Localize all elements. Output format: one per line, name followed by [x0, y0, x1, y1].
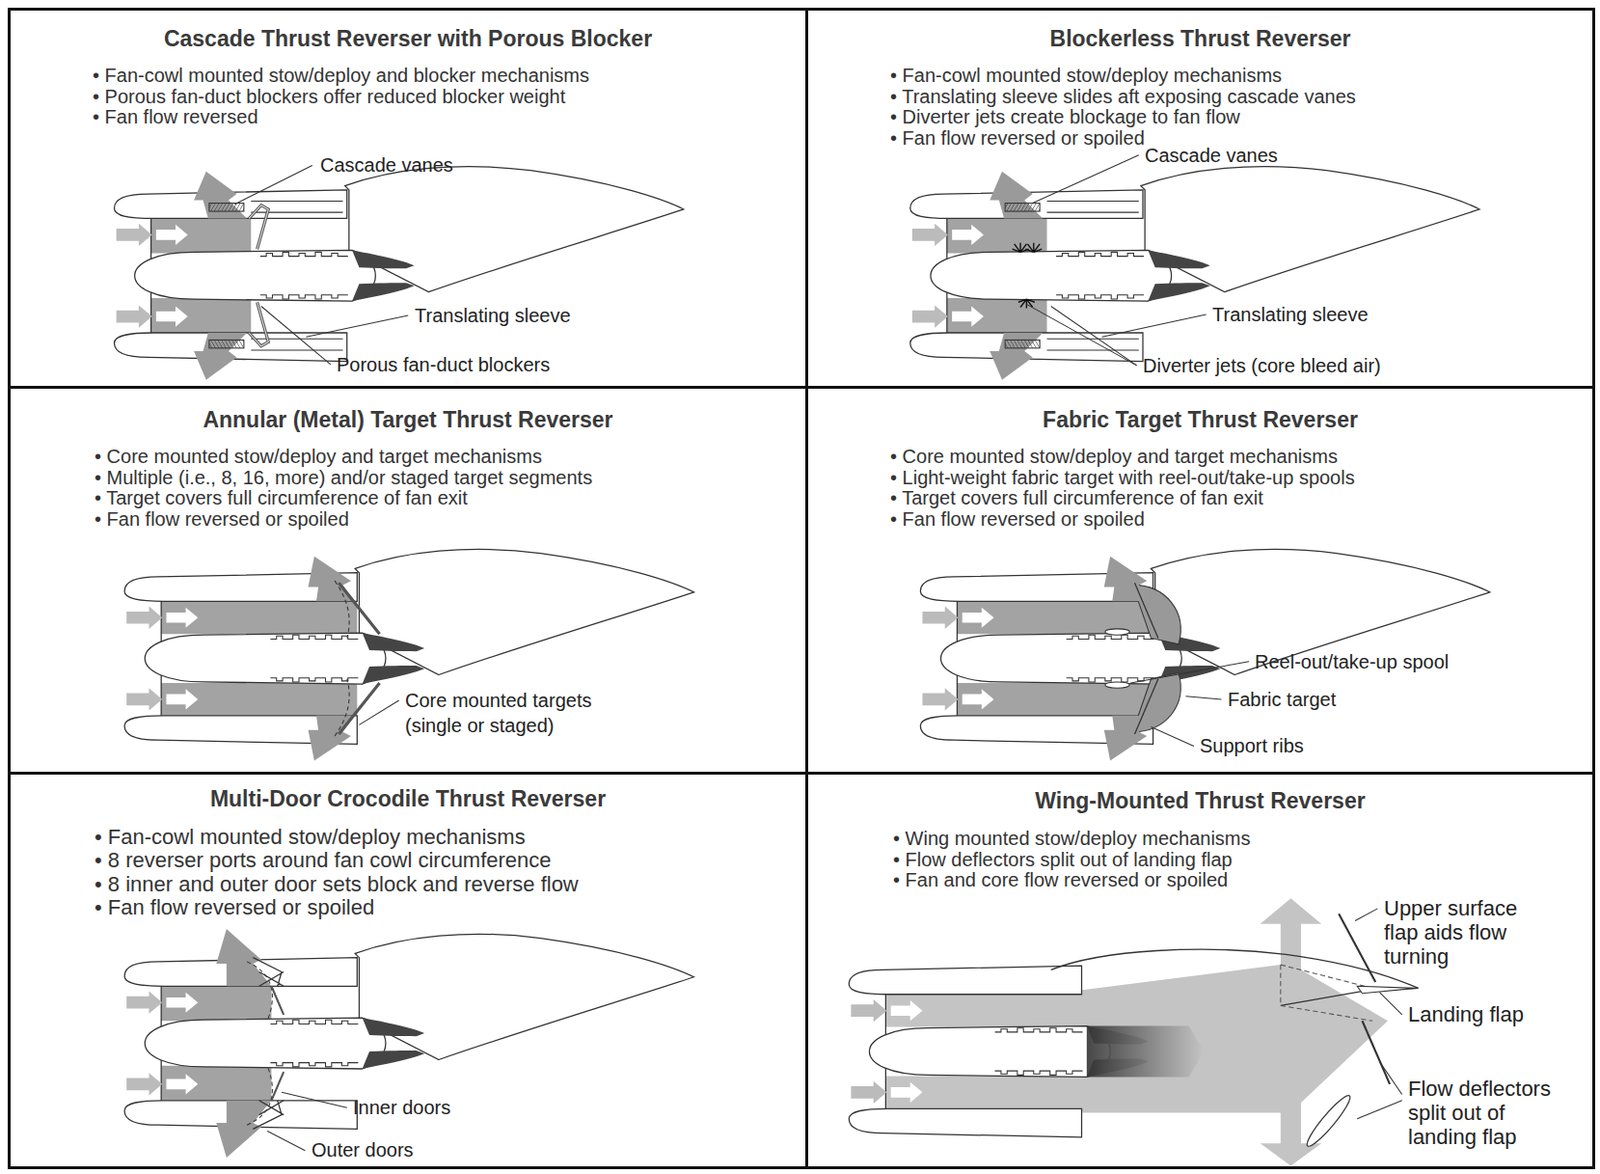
illustration-part	[1361, 1020, 1390, 1085]
illustration-part	[216, 928, 284, 1021]
panel-title: Multi-Door Crocodile Thrust Reverser	[10, 784, 806, 814]
callout-label: Translating sleeve	[414, 303, 571, 327]
illustration-part	[234, 164, 312, 204]
illustration-part	[1150, 726, 1194, 746]
callout-label: Cascade vanes	[1144, 143, 1278, 167]
illustration-part	[1185, 696, 1221, 700]
illustration-part	[124, 572, 425, 745]
bullet-text: • 8 reverser ports around fan cowl circu…	[94, 848, 552, 872]
illustration-part	[1379, 992, 1402, 1015]
panel-title: Blockerless Thrust Reverser	[808, 24, 1593, 54]
illustration-part	[261, 305, 331, 364]
callout-label: Porous fan-duct blockers	[336, 352, 550, 377]
illustration-part	[248, 301, 269, 347]
bullet-text: • Fan and core flow reversed or spoiled	[893, 869, 1228, 892]
illustration-part	[1338, 913, 1376, 982]
bullet-text: • Fan flow reversed or spoiled	[94, 509, 350, 531]
bullet-text: • Fan flow reversed	[92, 107, 259, 129]
callout-label: Flow deflectors split out of landing fla…	[1408, 1076, 1563, 1149]
illustration-part	[1379, 1061, 1402, 1095]
illustration-part	[354, 548, 694, 675]
leader-lines	[234, 164, 408, 364]
bullet-text: • Target covers full circumference of fa…	[94, 488, 468, 510]
callout-label: Support ribs	[1199, 733, 1304, 758]
leader-lines	[358, 700, 399, 725]
blockerless-engine	[910, 166, 1480, 380]
illustration-part	[1302, 1091, 1355, 1150]
cascade-engine	[114, 166, 684, 380]
illustration-part	[1012, 243, 1030, 253]
illustration-part	[1025, 243, 1042, 253]
illustration-part	[1130, 661, 1249, 683]
illustration-part	[1051, 305, 1138, 365]
bullet-text: • Multiple (i.e., 8, 16, more) and/or st…	[94, 467, 593, 489]
illustration-part	[1026, 303, 1137, 365]
crocodile-engine	[124, 928, 694, 1158]
callout-label: Reel-out/take-up spool	[1254, 650, 1449, 674]
bullet-text: • Wing mounted stow/deploy mechanisms	[893, 828, 1251, 850]
illustration-part	[354, 933, 694, 1059]
illustration-part	[308, 556, 380, 639]
illustration-part	[358, 700, 399, 725]
illustration-part	[308, 678, 380, 761]
callout-label: Landing flap	[1408, 1002, 1524, 1027]
bullet-text: • Target covers full circumference of fa…	[890, 488, 1264, 510]
bullet-text: • Fan flow reversed or spoiled	[94, 895, 375, 920]
callout-label: Diverter jets (core bleed air)	[1142, 353, 1382, 378]
illustration-part	[248, 205, 269, 250]
bullet-text: • Flow deflectors split out of landing f…	[893, 849, 1233, 871]
bullet-text: • Translating sleeve slides aft exposing…	[890, 86, 1356, 109]
illustration-part	[1356, 985, 1416, 993]
callout-label: Cascade vanes	[320, 153, 454, 177]
reverser-panel: Cascade Thrust Reverser with Porous Bloc…	[7, 7, 809, 389]
illustration-part	[1355, 908, 1378, 922]
panel-title: Annular (Metal) Target Thrust Reverser	[10, 405, 806, 434]
callout-label: Outer doors	[311, 1138, 414, 1162]
illustration-part	[1140, 166, 1480, 293]
reverser-panel: Blockerless Thrust Reverser • Fan-cowl mo…	[805, 7, 1596, 389]
bullet-text: • Light-weight fabric target with reel-o…	[890, 467, 1356, 489]
wing-mounted-engine	[848, 897, 1418, 1166]
bullet-text: • Fan-cowl mounted stow/deploy mechanism…	[890, 65, 1282, 87]
illustration-part	[114, 171, 415, 380]
panel-title: Cascade Thrust Reverser with Porous Bloc…	[10, 24, 806, 54]
illustration-part	[281, 1091, 348, 1108]
callout-label: Inner doors	[352, 1095, 451, 1119]
bullet-text: • Fan flow reversed or spoiled	[890, 509, 1145, 531]
illustration-part	[1104, 556, 1181, 645]
bullet-text: • Fan-cowl mounted stow/deploy mechanism…	[94, 825, 526, 849]
target-engine	[124, 548, 694, 760]
fabric-engine	[920, 548, 1490, 760]
bullet-text: • 8 inner and outer door sets block and …	[94, 872, 579, 896]
bullet-text: • Fan flow reversed or spoiled	[890, 128, 1145, 150]
reverser-panel: Fabric Target Thrust Reverser • Core moun…	[805, 385, 1596, 775]
panel-title: Fabric Target Thrust Reverser	[808, 405, 1593, 434]
leader-lines	[1026, 155, 1206, 366]
illustration-part	[216, 1065, 284, 1158]
illustration-part	[1040, 897, 1388, 1166]
illustration-part	[1102, 314, 1207, 337]
illustration-part	[267, 1131, 305, 1151]
callout-label: Upper surface flap aids flow turning	[1383, 895, 1539, 969]
callout-label: Fabric target	[1227, 687, 1336, 711]
illustration-part	[1086, 1026, 1205, 1078]
bullet-text: • Porous fan-duct blockers offer reduced…	[92, 86, 566, 109]
illustration-part	[305, 315, 408, 337]
illustration-part	[1150, 548, 1490, 675]
illustration-part	[910, 171, 1211, 380]
illustration-part	[1280, 964, 1373, 1021]
bullet-text: • Diverter jets create blockage to fan f…	[890, 107, 1241, 129]
illustration-part	[1104, 672, 1181, 760]
bullet-text: • Core mounted stow/deploy and target me…	[890, 446, 1338, 468]
illustration-part	[345, 166, 684, 293]
illustration-part	[1356, 1100, 1403, 1119]
bullet-text: • Fan-cowl mounted stow/deploy and block…	[92, 65, 590, 87]
callout-label: Translating sleeve	[1212, 302, 1369, 326]
callout-label: Core mounted targets (single or staged)	[405, 687, 627, 738]
illustration-part	[920, 572, 1221, 745]
bullet-text: • Core mounted stow/deploy and target me…	[94, 446, 543, 468]
panel-title: Wing-Mounted Thrust Reverser	[808, 786, 1593, 815]
illustration-part	[1032, 155, 1139, 204]
